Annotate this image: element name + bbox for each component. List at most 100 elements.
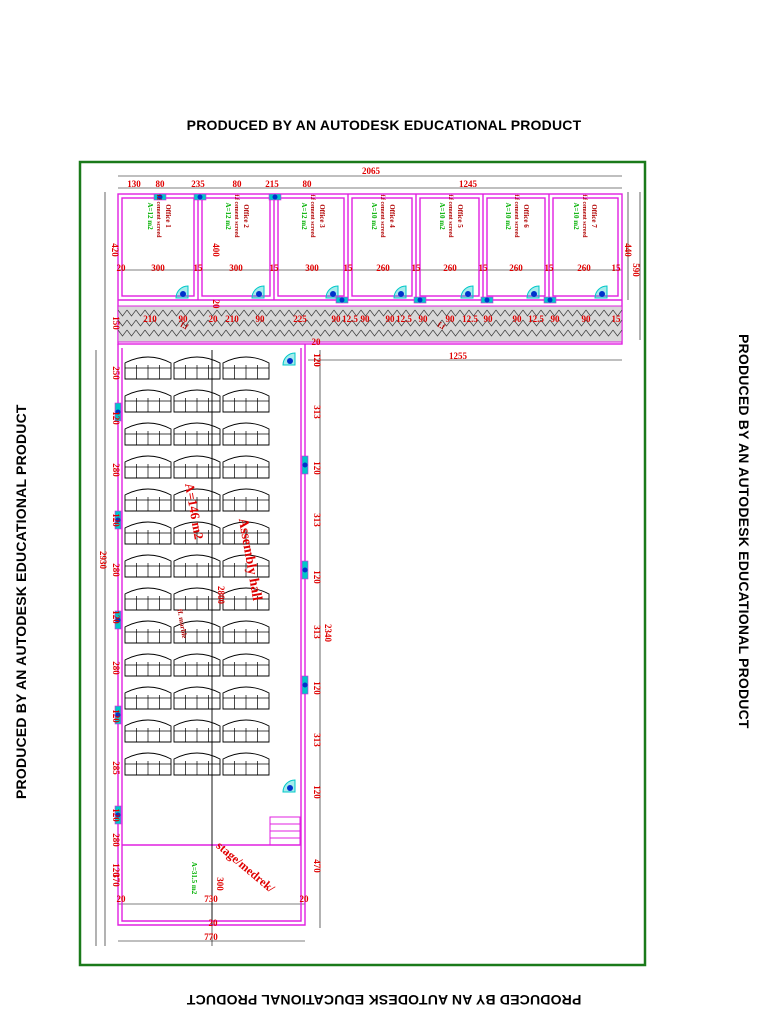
seat-block: [222, 455, 270, 479]
svg-text:Office 3: Office 3: [318, 204, 326, 228]
dimension-label: 120: [111, 411, 121, 425]
dimension-label: 120: [312, 353, 322, 367]
seat-block: [222, 719, 270, 743]
svg-text:f.f cement screed: f.f cement screed: [309, 194, 315, 238]
svg-text:A=10 m2: A=10 m2: [572, 202, 580, 230]
window-marker: [335, 296, 349, 304]
dimension-label: 235: [191, 179, 205, 189]
dimension-label: 20: [209, 918, 219, 928]
corridor-floor: [117, 305, 623, 343]
dimension-label: 210: [143, 314, 157, 324]
dimension-label: 80: [303, 179, 313, 189]
window-marker: [153, 193, 167, 201]
dimension-label: 1245: [459, 179, 478, 189]
door-icon: [393, 285, 407, 299]
door-icon: [526, 285, 540, 299]
dimension-label: 120: [111, 863, 121, 877]
dimension-label: 130: [127, 179, 141, 189]
window-marker: [114, 402, 122, 422]
dimension-label: 90: [361, 314, 371, 324]
svg-text:A=12 m2: A=12 m2: [300, 202, 308, 230]
svg-text:A=10 m2: A=10 m2: [370, 202, 378, 230]
dimension-label: 313: [312, 513, 322, 527]
corridor-note-label: f.f: [179, 320, 190, 332]
dimension-label: 15: [194, 263, 204, 273]
svg-text:Office 7: Office 7: [590, 204, 598, 228]
seat-block: [222, 488, 270, 512]
dimension-label: 120: [111, 808, 121, 822]
seat-block: [222, 356, 270, 380]
seat-block: [222, 587, 270, 611]
corridor-note-label: f.f: [436, 320, 447, 332]
assembly-note-label: ff. marble: [175, 608, 188, 638]
dimension-label: 15: [612, 263, 622, 273]
dimension-label: 120: [111, 513, 121, 527]
dimension-label: 90: [179, 314, 189, 324]
dimension-label: 20: [209, 314, 219, 324]
window-marker: [114, 510, 122, 530]
door-icon: [282, 779, 296, 793]
dimension-label: 90: [582, 314, 592, 324]
dimension-label: 12.5: [396, 314, 412, 324]
dimension-label: 12.5: [462, 314, 478, 324]
dimension-label: 120: [312, 785, 322, 799]
seat-block: [222, 554, 270, 578]
dimension-label: 300: [215, 877, 225, 891]
svg-text:A=12 m2: A=12 m2: [146, 202, 154, 230]
svg-text:Office 1: Office 1: [164, 204, 172, 228]
seat-block: [124, 587, 172, 611]
dimension-label: 313: [312, 733, 322, 747]
dimension-label: 15: [479, 263, 489, 273]
dimension-label: 15: [545, 263, 555, 273]
svg-text:f.f cement screed: f.f cement screed: [513, 194, 519, 238]
window-marker: [301, 675, 309, 695]
seat-block: [222, 422, 270, 446]
svg-text:f.f cement screed: f.f cement screed: [447, 194, 453, 238]
svg-text:Office 4: Office 4: [388, 204, 396, 228]
dimension-label: 280: [111, 661, 121, 675]
dimension-label: 210: [225, 314, 239, 324]
walls: [117, 193, 623, 926]
seat-block: [124, 653, 172, 677]
svg-text:A=10 m2: A=10 m2: [504, 202, 512, 230]
dimension-label: 90: [484, 314, 494, 324]
dimension-label: 90: [551, 314, 561, 324]
bottom-width-label: 770: [204, 932, 218, 942]
svg-text:Office 5: Office 5: [456, 204, 464, 228]
svg-text:A=10 m2: A=10 m2: [438, 202, 446, 230]
dimension-label: 90: [332, 314, 342, 324]
dimension-label: 260: [376, 263, 390, 273]
door-icon: [175, 285, 189, 299]
door-icon: [251, 285, 265, 299]
stage-steps: [269, 816, 301, 846]
dimension-label: 90: [386, 314, 396, 324]
window-marker: [114, 705, 122, 725]
assembly-name-label: Assembly hall: [235, 517, 264, 602]
seat-block: [222, 752, 270, 776]
dimension-label: 15: [270, 263, 280, 273]
seat-block: [124, 389, 172, 413]
dimension-label: 20: [117, 263, 127, 273]
dimension-label: 15: [412, 263, 422, 273]
seat-block: [124, 719, 172, 743]
dimension-label: 120: [312, 570, 322, 584]
dimension-label: 20: [312, 337, 322, 347]
seat-block: [173, 719, 221, 743]
seat-block: [173, 554, 221, 578]
seat-block: [124, 356, 172, 380]
window-marker: [193, 193, 207, 201]
window-marker: [543, 296, 557, 304]
dimension-label: 120: [312, 461, 322, 475]
dimension-label: 285: [111, 761, 121, 775]
seat-block: [173, 686, 221, 710]
dimension-label: 1255: [449, 351, 468, 361]
seat-block: [124, 521, 172, 545]
doors: [114, 193, 608, 825]
hall-total-right-label: 2340: [323, 624, 333, 643]
dimension-label: 215: [265, 179, 279, 189]
